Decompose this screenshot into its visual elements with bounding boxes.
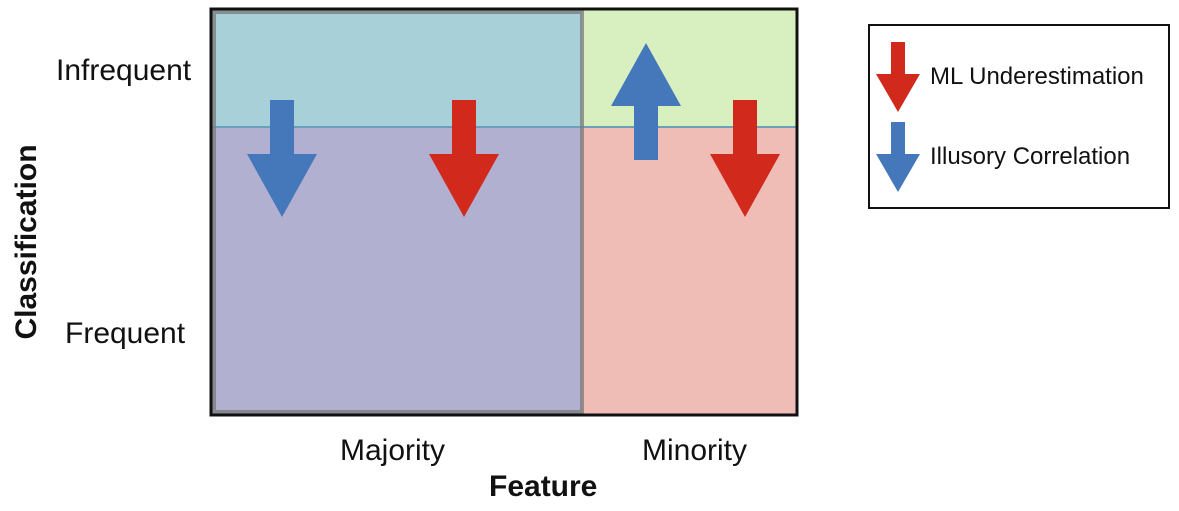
arrow-majority-ml-underestimation <box>429 100 499 217</box>
y-axis-title: Classification <box>10 144 43 340</box>
y-tick-infrequent: Infrequent <box>56 54 192 87</box>
plot-frame <box>209 7 799 417</box>
arrow-minority-ml-underestimation <box>710 100 780 217</box>
legend-label: ML Underestimation <box>930 63 1144 90</box>
x-tick-minority: Minority <box>642 434 748 467</box>
down-arrow-icon <box>876 42 920 112</box>
y-tick-frequent: Frequent <box>65 317 186 350</box>
down-arrow-icon <box>876 122 920 192</box>
legend-item-ml-underestimation: ML Underestimation <box>870 42 1168 114</box>
legend-label: Illusory Correlation <box>930 143 1131 170</box>
legend: ML Underestimation Illusory Correlation <box>868 24 1170 209</box>
arrow-majority-illusory-correlation <box>247 100 317 217</box>
arrow-minority-illusory-correlation <box>611 43 681 160</box>
x-axis-title: Feature <box>489 470 598 503</box>
x-tick-majority: Majority <box>340 434 446 467</box>
region-minority-infrequent <box>582 10 796 127</box>
majority-column-outline <box>212 10 584 414</box>
legend-item-illusory-correlation: Illusory Correlation <box>870 122 1168 194</box>
region-majority-infrequent <box>212 10 582 127</box>
